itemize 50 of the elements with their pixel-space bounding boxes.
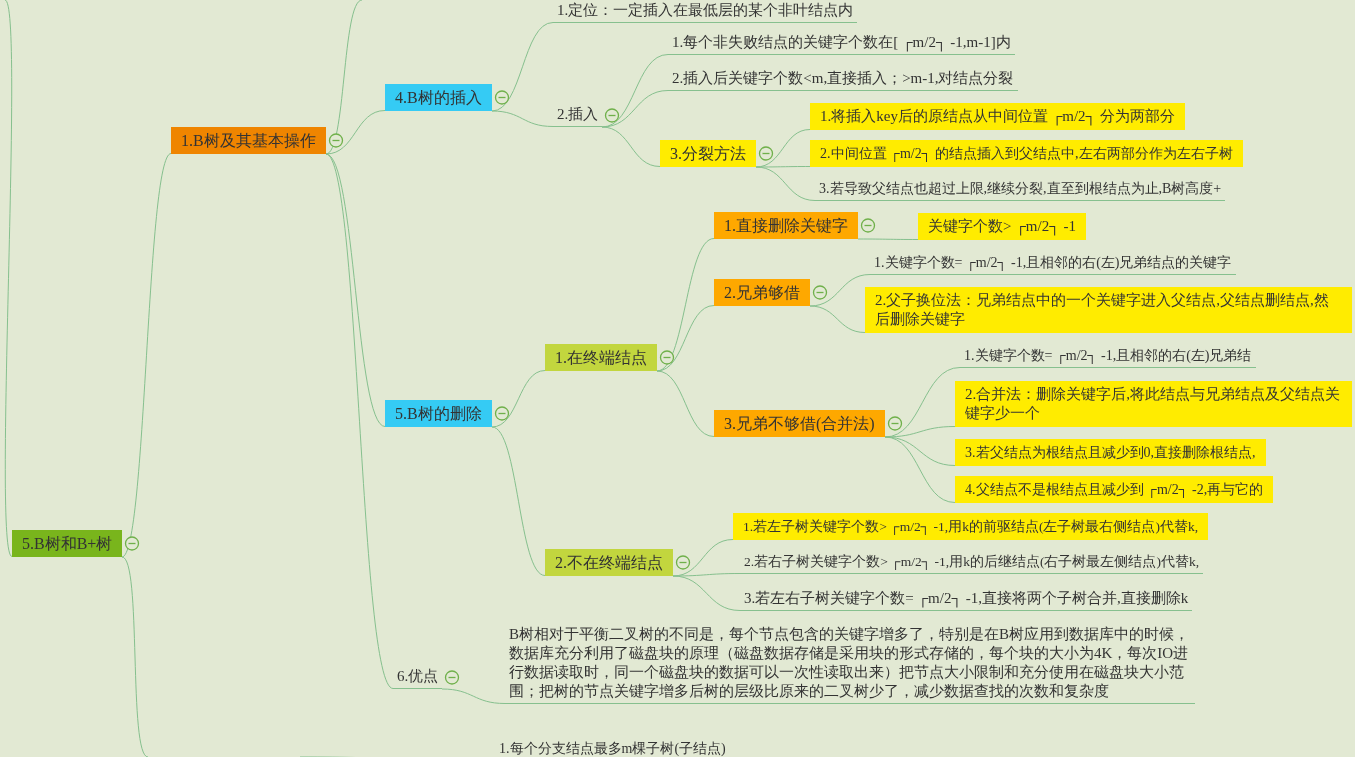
topic-box: 5.B树和B+树 <box>12 530 123 557</box>
branch-line <box>4 0 13 557</box>
topic-box: 2.中间位置 ┌m/2┐ 的结点插入到父结点中,左右两部分作为左右子树 <box>810 140 1243 167</box>
topic-label: 1.关键字个数= ┌m/2┐ -1,且相邻的右(左)兄弟结点的关键字 <box>870 252 1236 275</box>
topic-label: 2.插入后关键字个数<m,直接插入；>m-1,对结点分裂 <box>668 68 1018 91</box>
topic-box: 1.直接删除关键字 <box>714 212 858 239</box>
topic-label: 1.每个非失败结点的关键字个数在[ ┌m/2┐ -1,m-1]内 <box>668 32 1015 55</box>
topic-box: 2.父子换位法：兄弟结点中的一个关键字进入父结点,父结点删结点,然后删除关键字 <box>865 287 1352 333</box>
topic-box: 4.B树的插入 <box>385 84 492 111</box>
topic-label: 3.若导致父结点也超过上限,继续分裂,直至到根结点为止,B树高度+ <box>815 178 1226 201</box>
branch-line <box>491 110 554 127</box>
branch-line <box>656 370 715 437</box>
branch-line <box>884 436 956 466</box>
topic-label: B树相对于平衡二叉树的不同是，每个节点包含的关键字增多了，特别是在B树应用到数据库中的时候，数据库充分利用了磁盘块的原理（磁盘数据存储是采用块的形式存储的，每个块的大小为4K，每次IO进行数据读取时，同一个磁盘块的数据可以一次性读取出来）把节点大小限制和充分使用在磁盘块大小范围；把树的节点关键字增多后树的层级比原来的二叉树少了，减少数据查找的次数和复杂度 <box>505 624 1195 704</box>
topic-label: 2.插入 <box>553 104 603 127</box>
topic-box: 3.若父结点为根结点且减少到0,直接删除根结点, <box>955 439 1266 466</box>
topic-label: 2.若右子树关键字个数> ┌m/2┐ -1,用k的后继结点(右子树最左侧结点)代替k, <box>740 551 1204 574</box>
branch-line <box>325 153 394 689</box>
branch-line <box>656 305 715 372</box>
branch-line <box>809 305 866 333</box>
topic-box: 2.不在终端结点 <box>545 549 673 576</box>
branch-line <box>884 436 956 503</box>
branch-line <box>325 110 386 155</box>
branch-line <box>857 238 919 240</box>
topic-box: 1.在终端结点 <box>545 344 657 371</box>
topic-label: 1.关键字个数= ┌m/2┐ -1,且相邻的右(左)兄弟结 <box>960 345 1256 368</box>
branch-line <box>491 370 546 428</box>
branch-line <box>672 575 741 611</box>
topic-box: 关键字个数> ┌m/2┐ -1 <box>918 213 1087 240</box>
branch-line <box>601 126 661 167</box>
branch-line <box>441 688 506 704</box>
topic-label: 1.定位：一定插入在最低层的某个非叶结点内 <box>553 0 858 23</box>
topic-box: 2.合并法：删除关键字后,将此结点与兄弟结点及父结点关键字少一个 <box>955 381 1352 427</box>
topic-box: 1.将插入key后的原结点从中间位置 ┌m/2┐ 分为两部分 <box>810 103 1185 130</box>
topic-box: 4.父结点不是根结点且减少到 ┌m/2┐ -2,再与它的 <box>955 476 1274 503</box>
branch-line <box>491 426 546 576</box>
branch-line <box>121 153 172 558</box>
topic-box: 3.兄弟不够借(合并法) <box>714 410 885 437</box>
topic-box: 2.兄弟够借 <box>714 279 810 306</box>
branch-line <box>601 90 669 128</box>
topic-box: 1.B树及其基本操作 <box>171 127 326 154</box>
branch-line <box>121 556 149 757</box>
topic-box: 3.分裂方法 <box>660 140 756 167</box>
topic-label: 3.若左右子树关键字个数= ┌m/2┐ -1,直接将两个子树合并,直接删除k <box>740 588 1193 611</box>
branch-line <box>755 166 816 201</box>
topic-label: 1.每个分支结点最多m棵子树(子结点) <box>495 738 730 757</box>
topic-label: 6.优点 <box>393 666 443 689</box>
topic-box: 5.B树的删除 <box>385 400 492 427</box>
topic-box: 1.若左子树关键字个数> ┌m/2┐ -1,用k的前驱结点(左子树最右侧结点)代替k, <box>733 513 1209 540</box>
branch-line <box>325 0 363 155</box>
